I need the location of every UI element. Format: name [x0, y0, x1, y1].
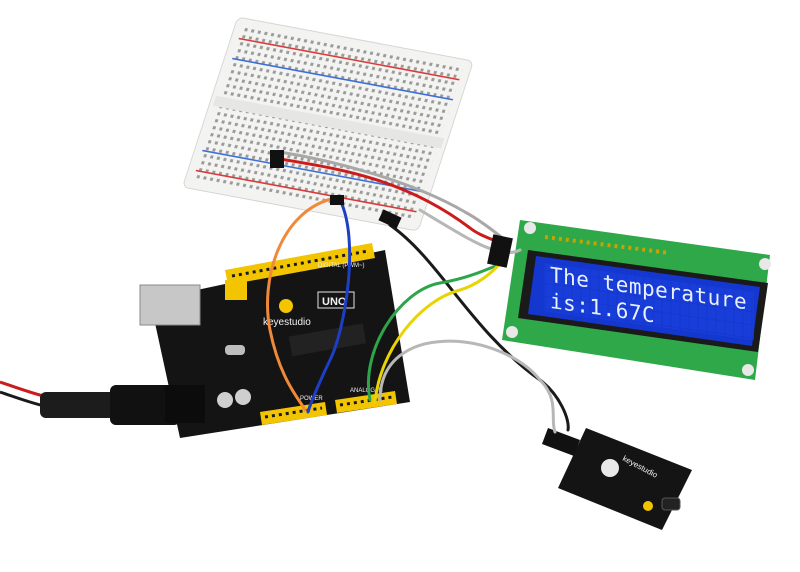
- usb-port: [139, 284, 201, 326]
- capacitor: [235, 389, 251, 405]
- gray-wire: [378, 208, 557, 434]
- capacitor: [217, 392, 233, 408]
- microcontroller-chip: [288, 323, 367, 357]
- temperature-sensor-module: keyestudio: [542, 428, 692, 530]
- green-wire: [367, 260, 507, 402]
- icsp-header: [225, 280, 247, 300]
- breadboard: [183, 17, 473, 231]
- jumper-wires: [266, 150, 570, 434]
- svg-text:keyestudio: keyestudio: [263, 317, 311, 328]
- crystal-oscillator: [225, 345, 245, 355]
- blue-wire: [306, 198, 352, 414]
- black-wire: [388, 223, 570, 432]
- lcd-module: The temperature is:1.67C: [502, 220, 771, 380]
- analog-label: ANALOG IN: [350, 388, 383, 394]
- keyestudio-logo: keyestudio: [263, 299, 311, 328]
- digital-label: DIGITAL (PWM~): [318, 263, 365, 269]
- orange-wire: [266, 196, 337, 412]
- arduino-uno-board: keyestudio UNO DIGITAL (PWM~) POWER ANAL…: [139, 243, 410, 438]
- board-model-label: UNO: [322, 296, 347, 308]
- dc-jack: [165, 385, 205, 423]
- yellow-wire: [373, 256, 507, 404]
- gray-wire-2: [278, 150, 507, 242]
- digital-header: [225, 243, 375, 285]
- red-wire: [273, 156, 507, 247]
- power-cable: [0, 380, 180, 425]
